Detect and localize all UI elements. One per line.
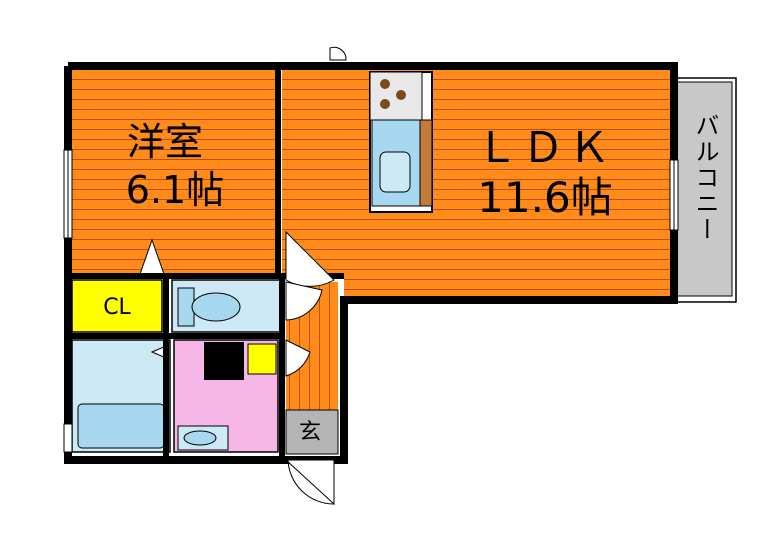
burner-icon — [396, 90, 406, 100]
bathtub-icon — [77, 403, 165, 449]
ldk-size: 11.6帖 — [477, 173, 613, 222]
bathroom — [71, 339, 171, 453]
toilet-bowl-icon — [191, 292, 241, 322]
toilet-room — [171, 279, 281, 333]
sink-icon — [379, 151, 411, 193]
washroom — [173, 339, 279, 453]
ldk-name: ＬＤＫ — [476, 123, 614, 172]
door-swing-icon — [285, 339, 311, 377]
balcony-label: バルコニー — [691, 113, 719, 243]
windows — [63, 149, 679, 453]
entrance-label: 玄 — [299, 420, 321, 445]
doors — [284, 46, 347, 506]
western-room-name: 洋室 — [127, 120, 203, 164]
western-room: 洋室 6.1帖 — [72, 70, 278, 275]
door-swing-icon — [329, 46, 347, 61]
door-swing-icon — [285, 281, 323, 321]
balcony: バルコニー — [671, 77, 737, 303]
door-swing-icon — [285, 230, 335, 287]
burner-icon — [380, 99, 390, 109]
door-swing-icon — [287, 459, 335, 505]
closet-label: CL — [103, 295, 131, 320]
closet: CL — [71, 279, 163, 333]
kitchen-counter — [369, 71, 433, 213]
ldk-room: ＬＤＫ 11.6帖 — [282, 70, 670, 296]
western-room-size: 6.1帖 — [126, 168, 224, 212]
shoe-cabinet — [247, 343, 277, 375]
walls — [64, 62, 678, 464]
door-swing-icon — [284, 459, 335, 506]
burner-icon — [380, 79, 390, 89]
